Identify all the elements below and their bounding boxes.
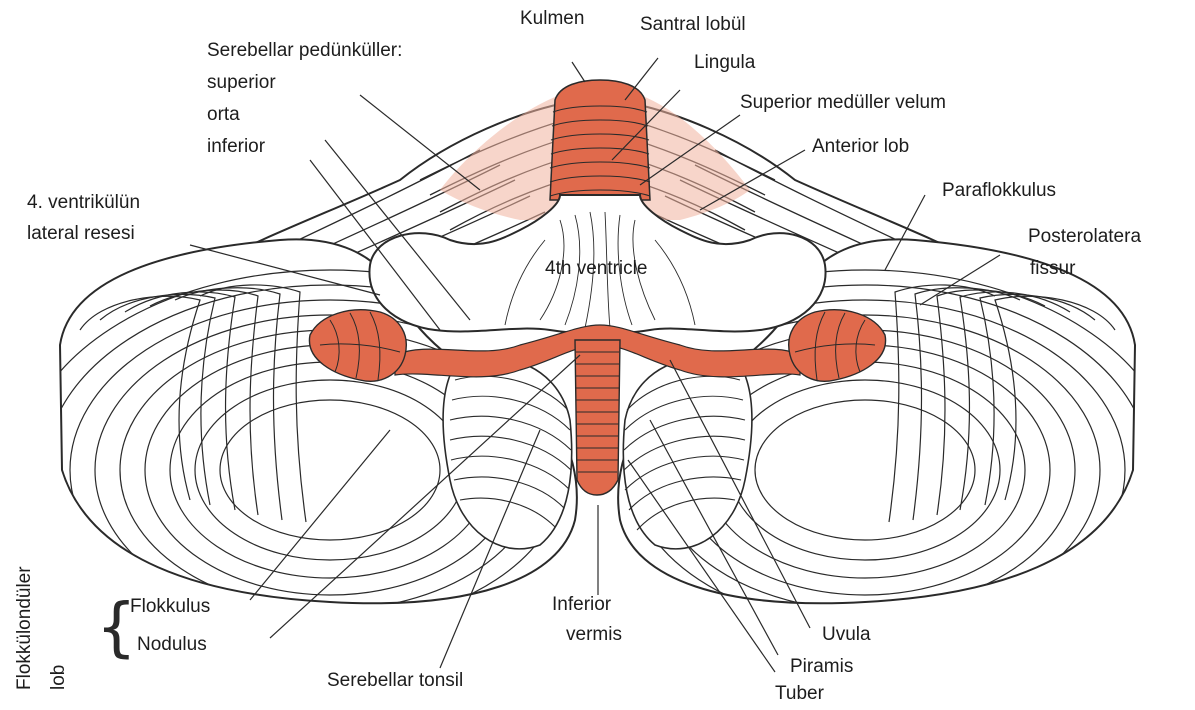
label-superior-medullar-velum: Superior medüller velum	[740, 92, 946, 114]
label-lingula: Lingula	[694, 52, 755, 74]
label-serebellar-pedunkuller: Serebellar pedünküller:	[207, 40, 402, 62]
flocculonodular-brace: {	[96, 596, 137, 660]
label-pedunkul-inferior: inferior	[207, 136, 265, 158]
superior-vermis	[550, 80, 650, 200]
label-posterolateral: Posterolatera	[1028, 226, 1141, 248]
label-paraflokkulus: Paraflokkulus	[942, 180, 1056, 202]
label-serebellar-tonsil: Serebellar tonsil	[327, 670, 463, 692]
label-santral-lobul: Santral lobül	[640, 14, 746, 36]
label-pedunkul-superior: superior	[207, 72, 276, 94]
inferior-vermis	[575, 340, 620, 495]
label-ventrikul-line1: 4. ventrikülün	[27, 192, 140, 214]
label-uvula: Uvula	[822, 624, 871, 646]
label-fissur: fissur	[1030, 258, 1075, 280]
label-tuber: Tuber	[775, 683, 824, 705]
label-kulmen: Kulmen	[520, 8, 584, 30]
label-lob: lob	[48, 665, 70, 690]
label-nodulus: Nodulus	[137, 634, 207, 656]
label-fourth-ventricle: 4th ventricle	[545, 258, 647, 280]
label-flokkulus: Flokkulus	[130, 596, 210, 618]
label-piramis: Piramis	[790, 656, 853, 678]
label-ventrikul-line2: lateral resesi	[27, 223, 135, 245]
label-inferior-vermis-line2: vermis	[566, 624, 622, 646]
label-pedunkul-orta: orta	[207, 104, 240, 126]
label-inferior-vermis-line1: Inferior	[552, 594, 611, 616]
label-anterior-lob: Anterior lob	[812, 136, 909, 158]
label-flokkulonduler: Flokkülondüler	[14, 566, 36, 690]
